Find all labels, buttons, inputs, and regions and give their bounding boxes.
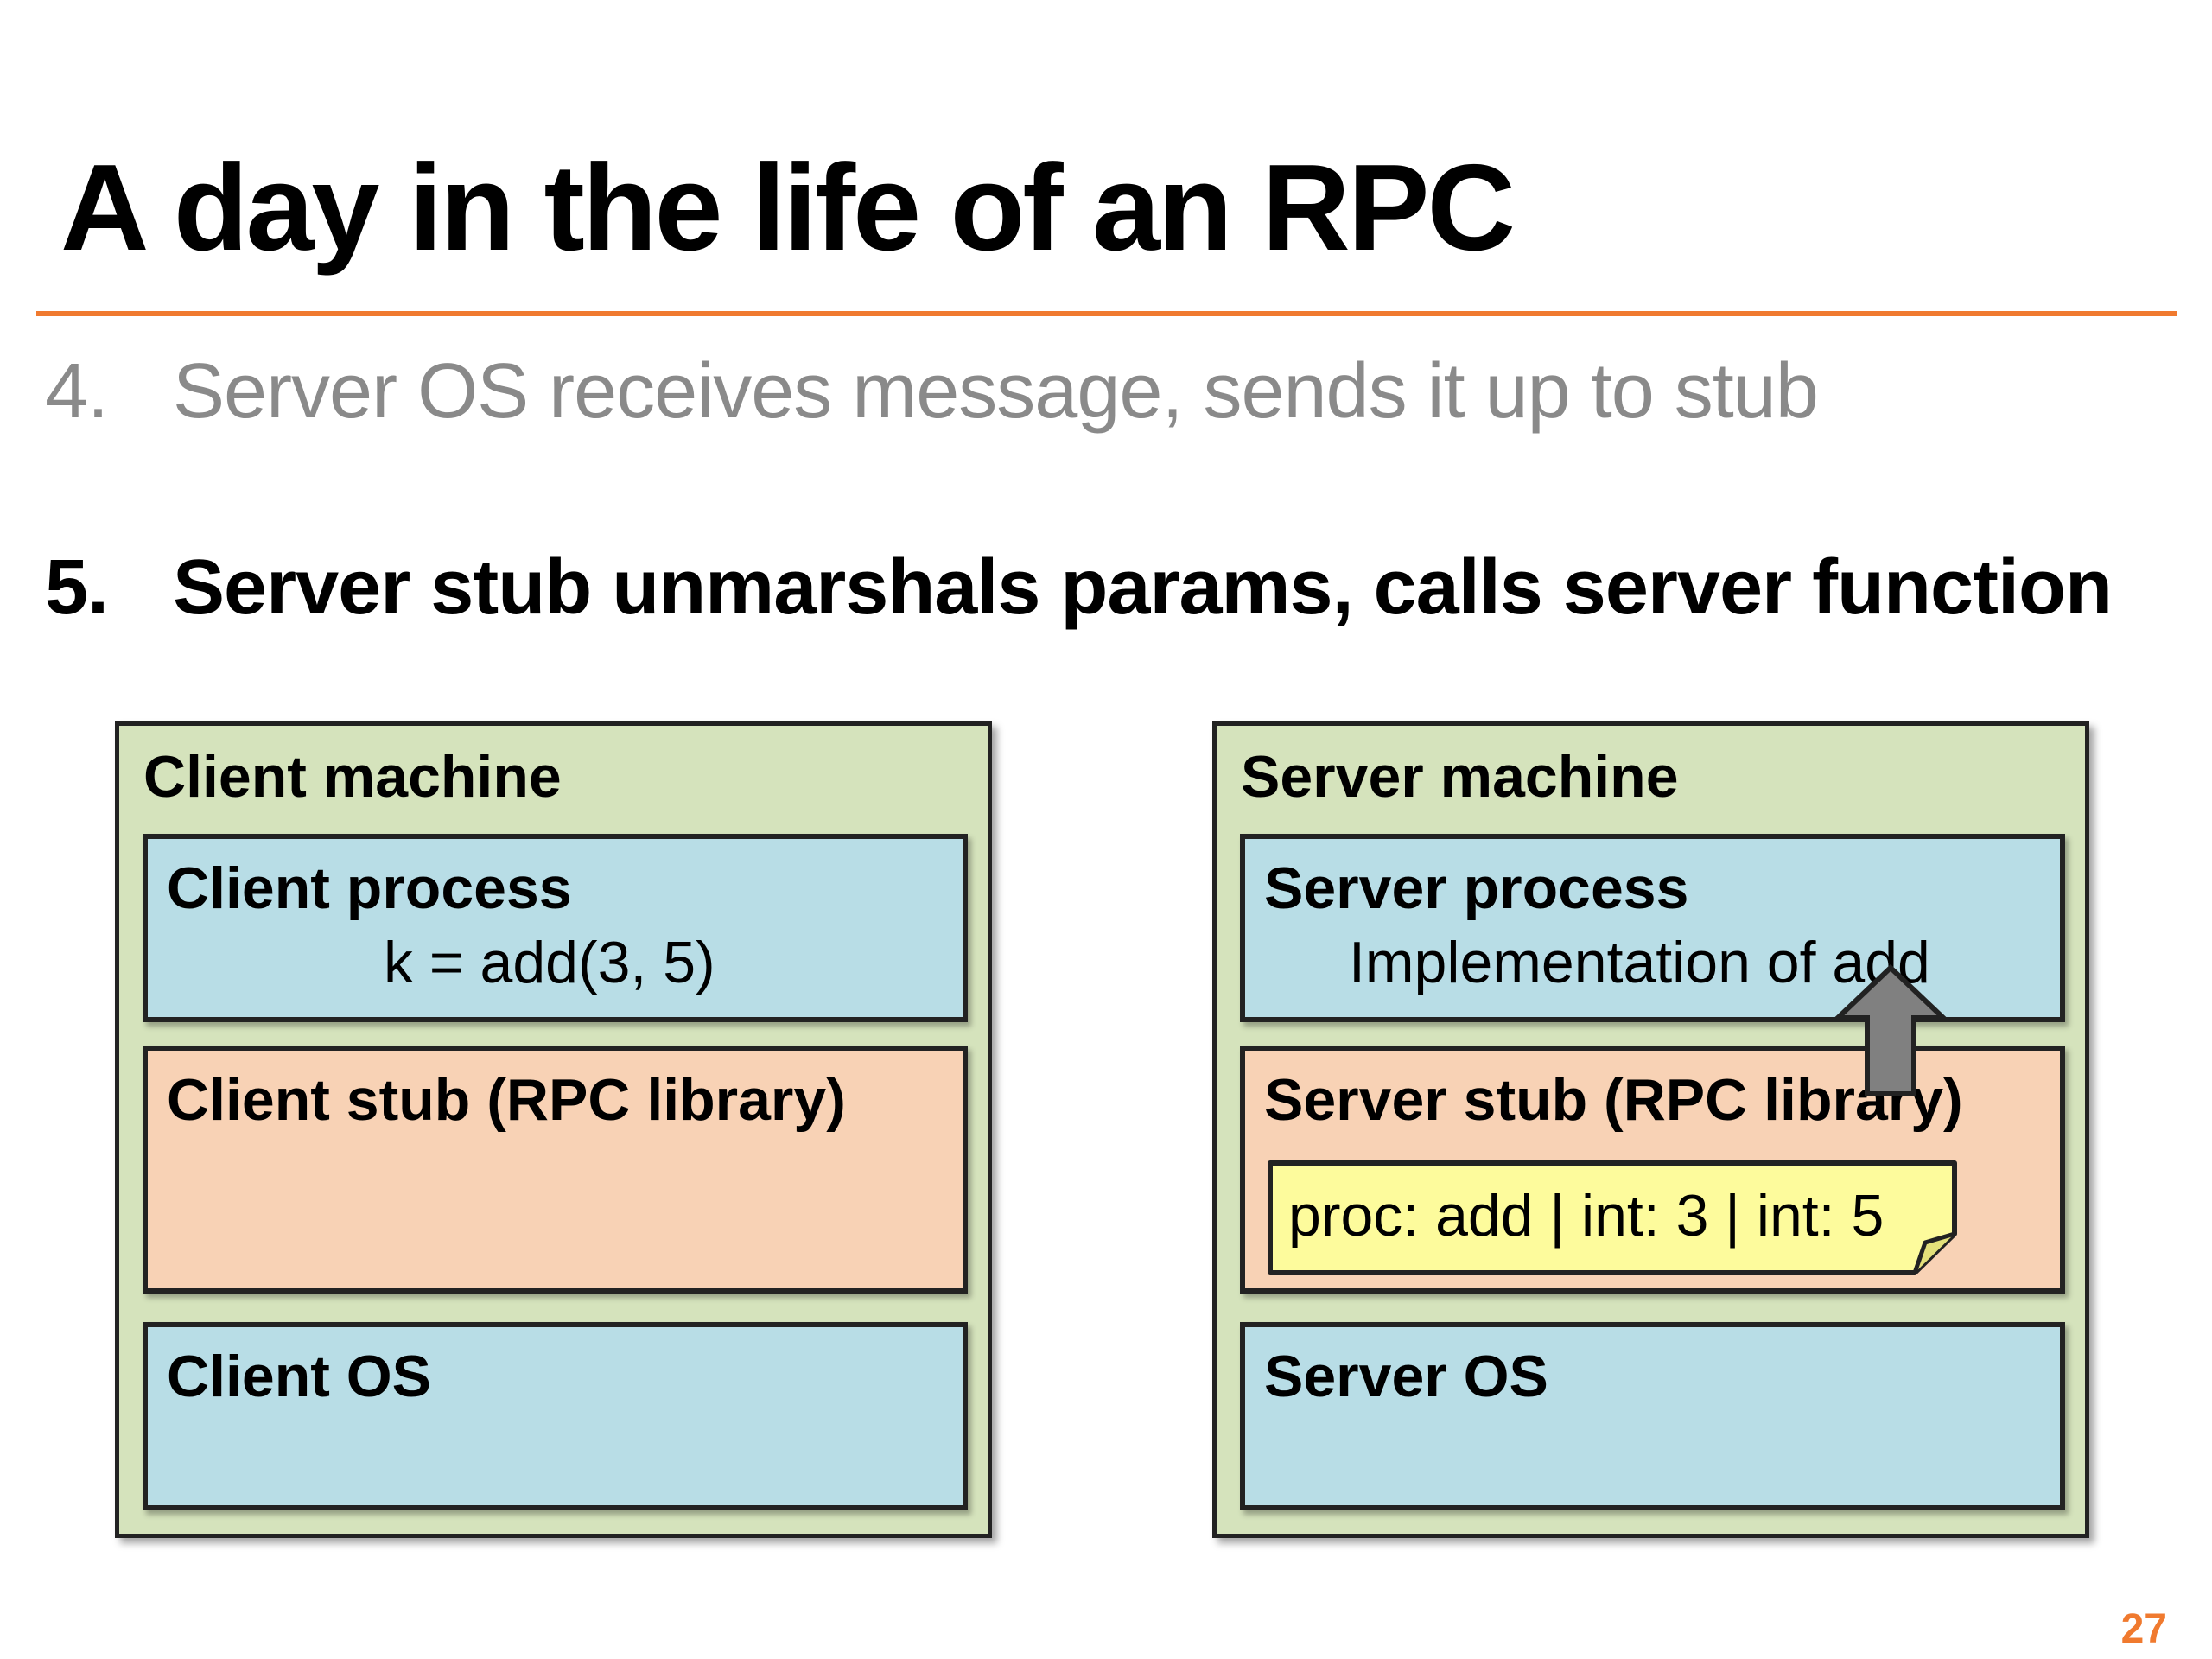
server-os-label: Server OS xyxy=(1264,1344,1548,1409)
server-machine-label: Server machine xyxy=(1241,744,1679,810)
message-note-text: proc: add | int: 3 | int: 5 xyxy=(1288,1183,1885,1249)
client-call-code: k = add(3, 5) xyxy=(384,930,715,995)
server-machine: Server machine Server process Implementa… xyxy=(1212,721,2089,1538)
client-os-box: Client OS xyxy=(143,1322,968,1510)
client-machine-label: Client machine xyxy=(143,744,562,810)
server-stub-label: Server stub (RPC library) xyxy=(1264,1067,1963,1133)
server-process-box: Server process Implementation of add xyxy=(1240,834,2065,1022)
step-4-number: 4. xyxy=(45,348,109,435)
step-5-text: Server stub unmarshals params, calls ser… xyxy=(173,544,2113,631)
server-implementation-text: Implementation of add xyxy=(1349,930,1930,995)
client-process-box: Client process k = add(3, 5) xyxy=(143,834,968,1022)
server-stub-box: Server stub (RPC library) proc: add | in… xyxy=(1240,1046,2065,1294)
message-note: proc: add | int: 3 | int: 5 xyxy=(1267,1160,1958,1276)
step-4: 4. Server OS receives message, sends it u… xyxy=(45,348,1819,435)
step-5-number: 5. xyxy=(45,544,109,631)
title-divider xyxy=(36,311,2177,316)
step-5: 5. Server stub unmarshals params, calls s… xyxy=(45,544,2113,631)
client-machine: Client machine Client process k = add(3,… xyxy=(115,721,992,1538)
client-stub-box: Client stub (RPC library) xyxy=(143,1046,968,1294)
server-os-box: Server OS xyxy=(1240,1322,2065,1510)
client-os-label: Client OS xyxy=(167,1344,432,1409)
page-number: 27 xyxy=(2120,1606,2167,1652)
step-4-text: Server OS receives message, sends it up … xyxy=(173,348,1819,435)
message-note-shape xyxy=(1268,1160,1957,1275)
server-process-label: Server process xyxy=(1264,855,1689,921)
client-process-label: Client process xyxy=(167,855,572,921)
slide-title: A day in the life of an RPC xyxy=(60,139,1516,276)
client-stub-label: Client stub (RPC library) xyxy=(167,1067,846,1133)
up-arrow-icon xyxy=(1834,964,1947,1096)
